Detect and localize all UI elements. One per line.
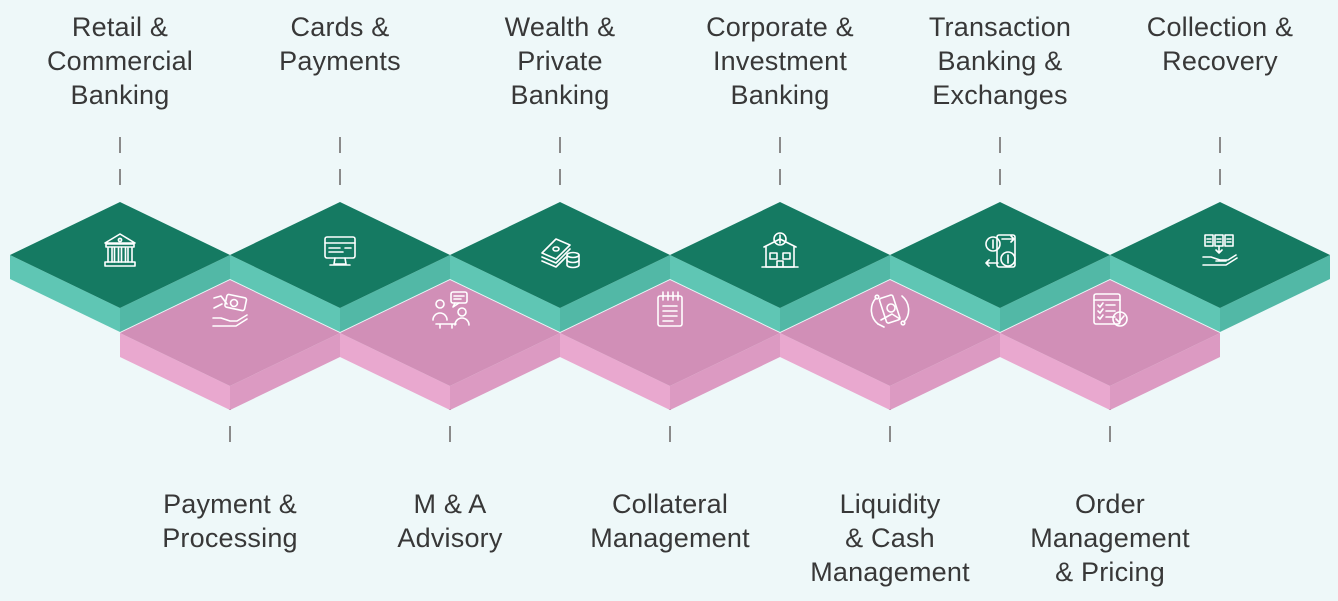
tile-right-face [1000,255,1110,332]
service-label-line: Recovery [1162,46,1278,76]
service-label: Collection & Recovery [1120,10,1320,78]
tile-right-face [1110,333,1220,410]
tile-top-face [780,280,1000,386]
tile-left-face [670,255,780,332]
service-tile-top [670,202,890,332]
service-label-line: Corporate & [706,12,854,42]
tile-left-face [10,255,120,332]
tile-left-face [340,333,450,410]
service-tile-bottom [1000,280,1220,410]
service-label-line: Transaction [928,12,1072,42]
service-label-line: Liquidity [839,489,941,519]
service-label-line: Collection & [1146,12,1294,42]
service-label-line: Investment [712,46,848,76]
bank-building-icon [761,232,799,268]
tile-left-face [450,255,560,332]
service-label-line: Private [517,46,603,76]
credit-card-terminal-icon [324,236,356,266]
service-label: M & A Advisory [350,487,550,555]
tile-left-face [780,333,890,410]
hand-payment-icon [212,293,248,327]
service-label-line: & Cash [845,523,935,553]
tile-right-face [560,255,670,332]
tile-top-face [340,280,560,386]
tile-right-face [450,333,560,410]
tile-left-face [120,333,230,410]
service-label-line: Wealth & [504,12,616,42]
mobile-cash-cycle-icon [870,294,910,328]
service-label: Payment & Processing [130,487,330,555]
money-stack-coins-icon [541,238,580,269]
bank-icon [104,233,136,267]
currency-exchange-icon [985,234,1016,268]
service-label-line: Processing [162,523,298,553]
tile-left-face [890,255,1000,332]
tile-left-face [230,255,340,332]
tile-left-face [560,333,670,410]
tile-right-face [890,333,1000,410]
service-label-line: Collateral [611,489,729,519]
tile-top-face [1110,202,1330,308]
service-label-line: Exchanges [932,80,1068,110]
tile-right-face [780,255,890,332]
service-label-line: Retail & [71,12,169,42]
tile-right-face [120,255,230,332]
tile-top-face [670,202,890,308]
tile-right-face [670,333,780,410]
service-label-line: Management [1030,523,1190,553]
tile-top-face [10,202,230,308]
tile-right-face [340,255,450,332]
service-tile-bottom [780,280,1000,410]
service-label-line: Management [590,523,750,553]
tile-top-face [890,202,1110,308]
tile-left-face [1110,255,1220,332]
service-label-line: Order [1074,489,1146,519]
meeting-discussion-icon [432,291,470,329]
hand-receiving-documents-icon [1202,234,1238,266]
service-tile-top [890,202,1110,332]
service-label-line: Commercial [46,46,194,76]
service-label-line: M & A [413,489,487,519]
service-label-line: Cards & [290,12,390,42]
tile-right-face [230,333,340,410]
service-tile-bottom [560,280,780,410]
notepad-icon [657,291,683,327]
checklist-approved-icon [1093,293,1128,327]
service-tile-top [1110,202,1330,332]
service-label-line: Banking [510,80,610,110]
service-label-line: Payment & [163,489,297,519]
service-label-line: Payments [279,46,401,76]
service-tile-top [230,202,450,332]
service-label-line: Banking & [937,46,1063,76]
service-label: Cards & Payments [240,10,440,78]
tile-top-face [120,280,340,386]
service-label-line: & Pricing [1055,557,1165,587]
service-label-line: Advisory [397,523,503,553]
tile-top-face [1000,280,1220,386]
service-label-line: Banking [70,80,170,110]
service-label-line: Banking [730,80,830,110]
service-tile-top [10,202,230,332]
service-label-line: Management [810,557,970,587]
service-tile-bottom [340,280,560,410]
tile-left-face [1000,333,1110,410]
tile-right-face [1220,255,1330,332]
service-tile-bottom [120,280,340,410]
tile-top-face [230,202,450,308]
tile-top-face [560,280,780,386]
